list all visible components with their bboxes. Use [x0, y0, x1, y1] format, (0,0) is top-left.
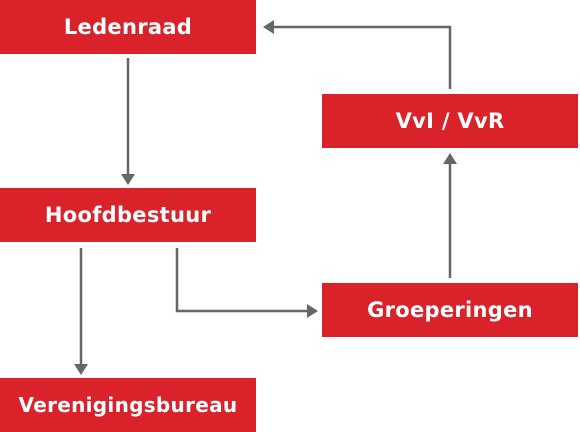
node-verenigingsbureau-label: Verenigingsbureau: [18, 393, 238, 417]
node-hoofdbestuur: Hoofdbestuur: [0, 188, 256, 242]
edge-hoofdbestuur-to-groeperingen: [175, 248, 318, 318]
node-vvl-vvr-label: VvI / VvR: [395, 109, 505, 133]
node-ledenraad-label: Ledenraad: [63, 15, 193, 39]
node-hoofdbestuur-label: Hoofdbestuur: [44, 203, 212, 227]
node-verenigingsbureau: Verenigingsbureau: [0, 378, 256, 432]
node-groeperingen: Groeperingen: [322, 283, 578, 337]
node-groeperingen-label: Groeperingen: [367, 298, 533, 322]
edge-hoofdbestuur-to-verenigingsbureau: [74, 248, 88, 375]
node-ledenraad: Ledenraad: [0, 0, 256, 54]
edge-groeperingen-to-vvl: [443, 153, 457, 278]
edge-vvl-to-ledenraad: [263, 20, 452, 89]
edge-ledenraad-to-hoofdbestuur: [121, 58, 135, 185]
node-vvl-vvr: VvI / VvR: [322, 94, 578, 148]
